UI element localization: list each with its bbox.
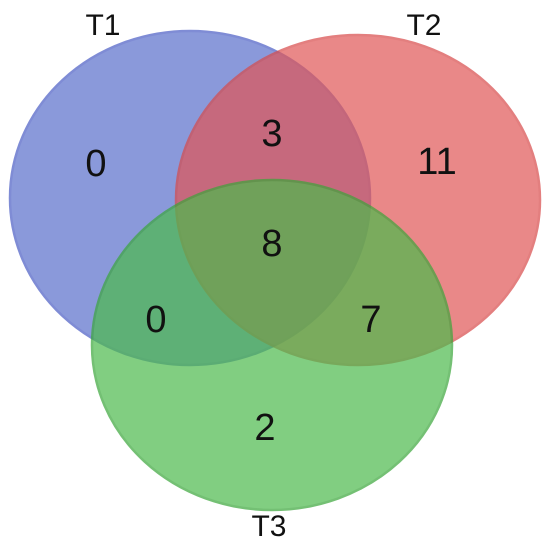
- count-t1-t3: 0: [145, 299, 166, 341]
- count-t3-only: 2: [254, 407, 275, 449]
- count-t1-t2-t3: 8: [261, 223, 282, 265]
- set-circle-t3: [90, 178, 454, 512]
- count-t2-t3: 7: [360, 299, 381, 341]
- set-label-t3: T3: [251, 510, 286, 543]
- count-t1-only: 0: [85, 143, 106, 185]
- set-label-t1: T1: [85, 9, 120, 42]
- count-t2-only: 11: [417, 141, 456, 183]
- count-t1-t2: 3: [261, 113, 282, 155]
- set-label-t2: T2: [406, 9, 441, 42]
